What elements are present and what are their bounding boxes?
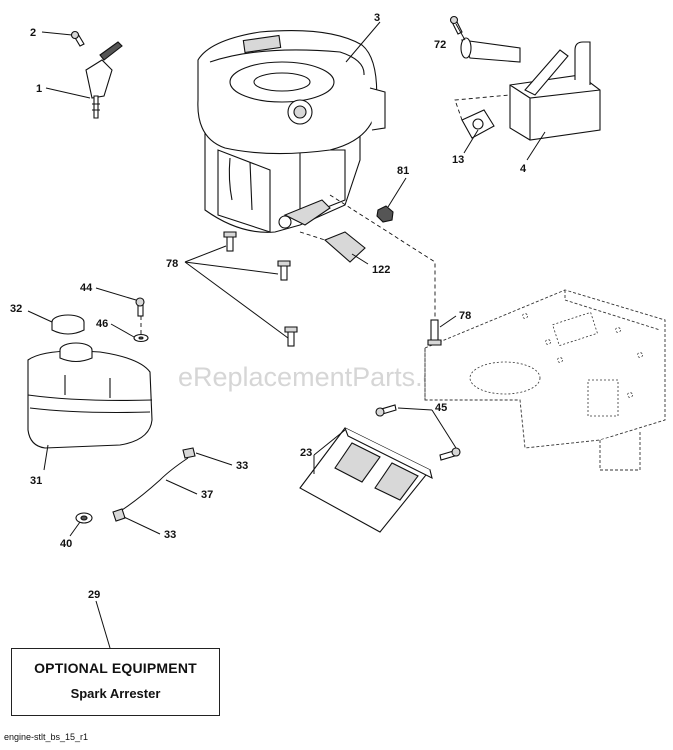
heat-shield-part-23 — [299, 427, 433, 533]
optional-equipment-box: OPTIONAL EQUIPMENT Spark Arrester — [11, 648, 220, 716]
fuel-tank-part-31 — [27, 342, 153, 449]
spark-arrester-label: Spark Arrester — [70, 686, 161, 701]
callout-labels: 1 2 3 4 13 23 29 31 32 33 33 37 40 44 46… — [10, 12, 527, 601]
bolt-part-78-a — [223, 231, 237, 252]
drawing-id: engine-stlt_bs_15_r1 — [4, 732, 88, 742]
callout-81: 81 — [397, 165, 409, 177]
callout-40: 40 — [60, 538, 72, 550]
nut-part-81 — [376, 205, 394, 223]
exhaust-pipe-part-72 — [449, 15, 521, 63]
bolt-part-78-d — [427, 319, 442, 346]
callout-33-upper: 33 — [236, 460, 248, 472]
callout-3: 3 — [374, 12, 380, 24]
callout-13: 13 — [452, 154, 464, 166]
callout-78-right: 78 — [459, 310, 471, 322]
washer-part-46 — [133, 333, 149, 343]
throttle-control-part-1 — [85, 41, 123, 119]
bracket-part-122 — [323, 231, 366, 263]
screw-part-2 — [70, 30, 85, 47]
clamp-part-33-lower — [112, 508, 126, 522]
watermark-text: eReplacementParts.com — [178, 362, 474, 392]
assembly-dashed-lines — [140, 94, 511, 334]
callout-37: 37 — [201, 489, 213, 501]
bolt-part-45-upper — [375, 404, 397, 417]
callout-122: 122 — [372, 264, 390, 276]
callout-4: 4 — [520, 163, 527, 175]
callout-32: 32 — [10, 303, 22, 315]
grommet-part-40 — [75, 512, 93, 524]
callout-23: 23 — [300, 447, 312, 459]
fuel-line-part-37 — [121, 457, 189, 511]
screw-part-44 — [135, 297, 145, 317]
callout-45: 45 — [435, 402, 447, 414]
callout-29: 29 — [88, 589, 100, 601]
callout-72: 72 — [434, 39, 446, 51]
callout-33-lower: 33 — [164, 529, 176, 541]
optional-equipment-title: OPTIONAL EQUIPMENT — [34, 660, 197, 676]
callout-78-left: 78 — [166, 258, 178, 270]
bolt-part-45-lower — [439, 447, 461, 461]
callout-2: 2 — [30, 27, 36, 39]
fuel-cap-part-32 — [51, 314, 85, 335]
bolt-part-78-b — [277, 260, 291, 281]
callout-31: 31 — [30, 475, 42, 487]
gasket-part-13 — [461, 109, 495, 139]
clamp-part-33-upper — [182, 447, 196, 459]
callout-46: 46 — [96, 318, 108, 330]
muffler-part-4 — [509, 41, 601, 141]
tractor-frame-outline — [424, 289, 666, 471]
engine-part-3 — [197, 30, 386, 233]
callout-1: 1 — [36, 83, 42, 95]
leader-lines — [27, 21, 546, 649]
callout-44: 44 — [80, 282, 93, 294]
